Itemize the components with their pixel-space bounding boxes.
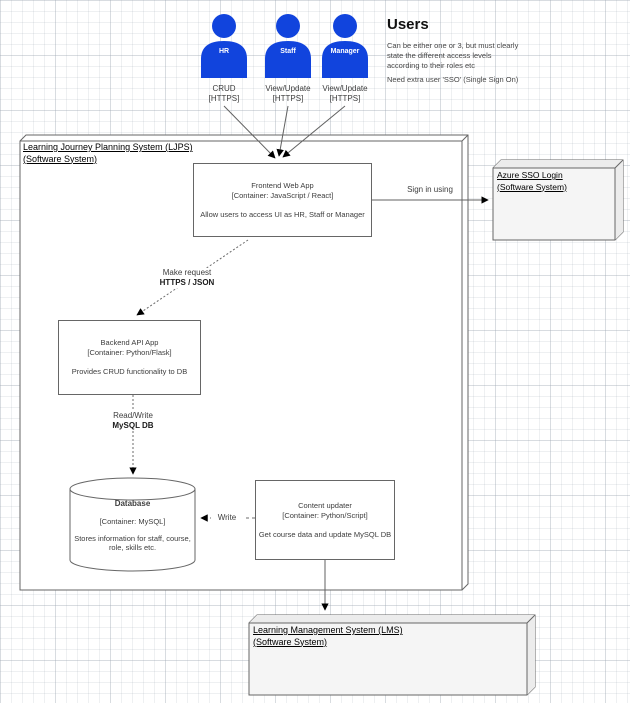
backend-title: Backend API App [100, 338, 159, 347]
ljps-boundary-title: Learning Journey Planning System (LJPS) [23, 142, 193, 152]
edge-label-manager-action: View/Update [322, 84, 368, 93]
actor-hr-name: HR [218, 48, 230, 55]
actor-manager-name: Manager [330, 48, 360, 55]
edge-label-manager-protocol: [HTTPS] [329, 94, 361, 103]
azure-sso-box[interactable] [492, 159, 624, 241]
database-container: [Container: MySQL] [99, 517, 166, 526]
frontend-description: Allow users to access UI as HR, Staff or… [200, 209, 365, 219]
lms-title: Learning Management System (LMS) [253, 625, 403, 635]
edge-label-read-write: Read/Write MySQL DB [103, 411, 163, 431]
edge-label-make-request-line2: HTTPS / JSON [159, 278, 215, 287]
azure-sso-subtitle: (Software System) [497, 181, 567, 192]
actor-staff-name: Staff [280, 48, 296, 55]
edge-label-staff-protocol: [HTTPS] [272, 94, 304, 103]
edge-label-make-request-line1: Make request [162, 268, 212, 277]
actor-staff-icon[interactable] [265, 14, 311, 78]
edge-label-manager: View/Update [HTTPS] [310, 84, 380, 104]
database-label: Database [Container: MySQL] Stores infor… [71, 499, 194, 552]
actor-manager-icon[interactable] [322, 14, 368, 78]
content-updater-description: Get course data and update MySQL DB [258, 529, 392, 539]
backend-api-box[interactable]: Backend API App [Container: Python/Flask… [58, 320, 201, 395]
ljps-boundary-box[interactable] [19, 134, 469, 591]
content-updater-box[interactable]: Content updater [Container: Python/Scrip… [255, 480, 395, 560]
ljps-boundary-label: Learning Journey Planning System (LJPS) … [23, 142, 303, 165]
edge-manager-to-frontend[interactable] [282, 105, 346, 158]
edge-label-staff-action: View/Update [265, 84, 311, 93]
frontend-title: Frontend Web App [251, 180, 314, 190]
edge-label-read-write-line1: Read/Write [113, 411, 153, 420]
backend-description: Provides CRUD functionality to DB [71, 367, 188, 376]
edge-label-write: Write [211, 513, 243, 523]
azure-sso-label: Azure SSO Login (Software System) [497, 170, 613, 193]
azure-sso-title: Azure SSO Login [497, 170, 563, 180]
content-updater-title: Content updater [298, 500, 352, 510]
edge-label-read-write-line2: MySQL DB [112, 421, 154, 430]
lms-box[interactable] [248, 614, 536, 696]
edge-label-hr-protocol: [HTTPS] [208, 94, 240, 103]
edge-hr-to-frontend[interactable] [223, 105, 276, 159]
edge-label-hr-action: CRUD [212, 84, 236, 93]
backend-container: [Container: Python/Flask] [87, 348, 172, 357]
edge-label-make-request: Make request HTTPS / JSON [147, 268, 227, 288]
lms-subtitle: (Software System) [253, 636, 328, 647]
users-note-body1: Can be either one or 3, but must clearly… [387, 41, 519, 70]
users-note-title: Users [387, 16, 429, 33]
edge-staff-to-frontend[interactable] [276, 105, 289, 157]
database-cylinder[interactable] [69, 477, 196, 572]
frontend-container: [Container: JavaScript / React] [231, 190, 334, 200]
edge-label-sign-in: Sign in using [407, 185, 453, 194]
frontend-webapp-box[interactable]: Frontend Web App [Container: JavaScript … [193, 163, 372, 237]
edge-label-hr: CRUD [HTTPS] [189, 84, 259, 104]
lms-label: Learning Management System (LMS) (Softwa… [253, 625, 525, 648]
database-title: Database [114, 499, 151, 508]
edge-label-staff: View/Update [HTTPS] [253, 84, 323, 104]
database-description: Stores information for staff, course, ro… [74, 534, 191, 552]
actor-hr-icon[interactable] [201, 14, 247, 78]
ljps-boundary-subtitle: (Software System) [23, 153, 98, 164]
content-updater-container: [Container: Python/Script] [282, 510, 368, 520]
users-note-body2: Need extra user 'SSO' (Single Sign On) [387, 75, 519, 84]
